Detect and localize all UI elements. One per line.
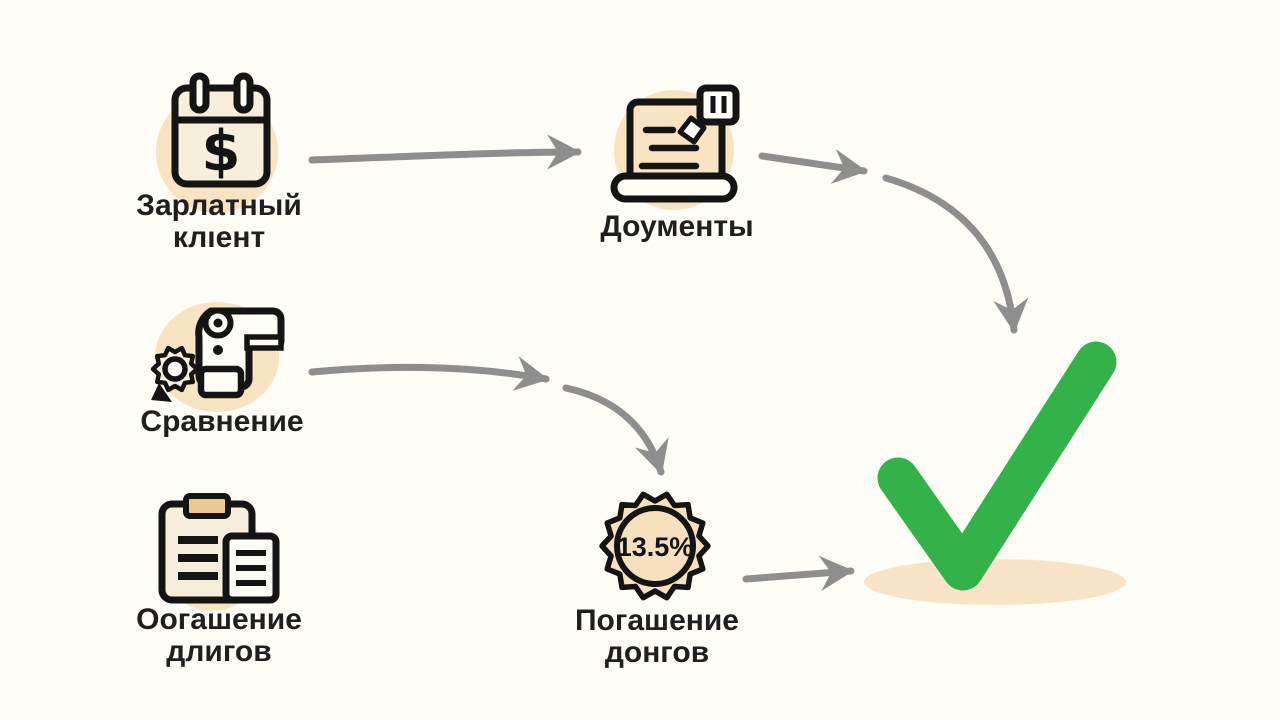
label-debt-list: Оогашение длигов (136, 603, 302, 668)
label-documents: Доументы (600, 210, 754, 243)
document-printer-icon (610, 84, 740, 210)
calendar-dollar-icon: $ (156, 72, 278, 213)
dollar-glyph: $ (202, 119, 241, 184)
arrow-documents-out (758, 149, 868, 184)
clipboard-documents-icon (158, 493, 280, 611)
arrow-curve-to-badge (562, 384, 669, 476)
badge-rate-value: 13.5% (617, 532, 694, 562)
arrow-curve-to-check (882, 174, 1029, 334)
badge-flag-icon (150, 302, 285, 412)
arrow-badge-to-check (742, 555, 855, 591)
label-salary-client: Зарлатный клıент (136, 189, 302, 254)
percent-badge-icon: 13.5% (599, 491, 711, 601)
label-interest-rate: Погашение донгов (574, 604, 740, 669)
arrow-salary-to-documents (308, 134, 582, 170)
checkmark-icon (864, 341, 1126, 605)
arrow-comparison-out (308, 356, 550, 391)
label-comparison: Сравнение (140, 405, 304, 438)
